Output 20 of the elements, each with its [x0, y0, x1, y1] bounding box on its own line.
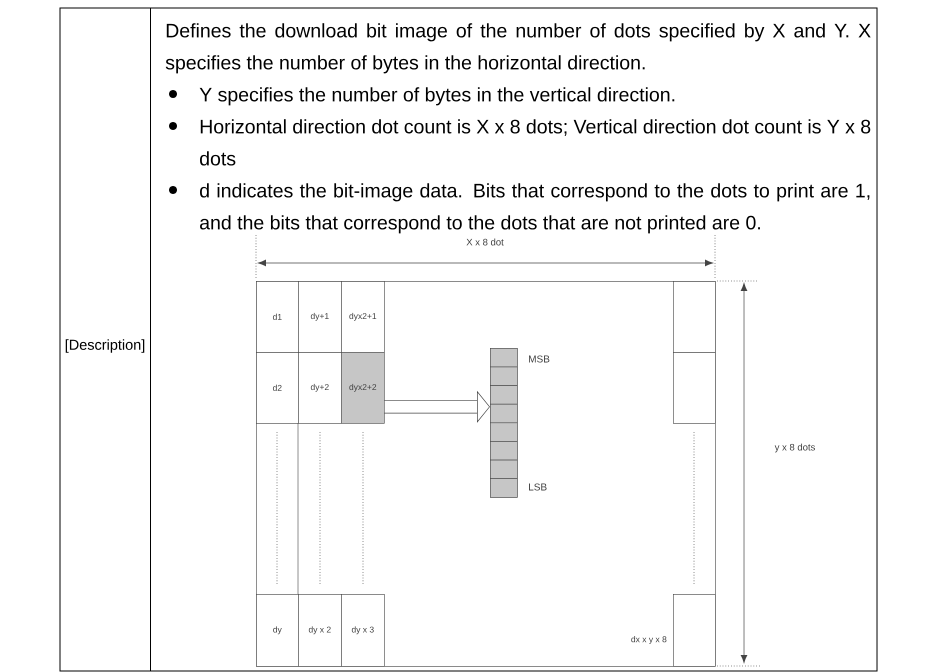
dimension-label: y x 8 dots: [774, 444, 815, 452]
cell: dy: [256, 594, 299, 667]
paragraph: Y specifies the number of bytes in the vertical direction.: [200, 87, 674, 106]
paragraph: Defines the download bit image of the number of dots specified by X and Y. X specifies the number of bytes in the horizontal direction.: [166, 23, 871, 74]
paragraph: d indicates the bit-image data. Bits that correspond to the dots to print are 1, and the bits that correspond to the dots that are not printed are 0.: [200, 183, 870, 234]
cell: [673, 281, 716, 353]
bitmap-frame: [256, 281, 716, 667]
dimension-label: X x 8 dot: [466, 238, 504, 246]
bit-label: LSB: [529, 483, 547, 491]
cell-label: [Description]: [66, 339, 144, 353]
cell: [673, 352, 716, 424]
cell: d1: [256, 281, 299, 353]
cell: [673, 594, 716, 667]
cell: dyx2+2: [341, 352, 385, 424]
cell: d2: [256, 352, 299, 424]
cell: dy x 3: [341, 594, 385, 667]
cell: dy x 2: [298, 594, 342, 667]
bit-label: MSB: [529, 355, 550, 363]
bit-label: dx x y x 8: [631, 636, 666, 644]
cell: dy+1: [298, 281, 342, 353]
